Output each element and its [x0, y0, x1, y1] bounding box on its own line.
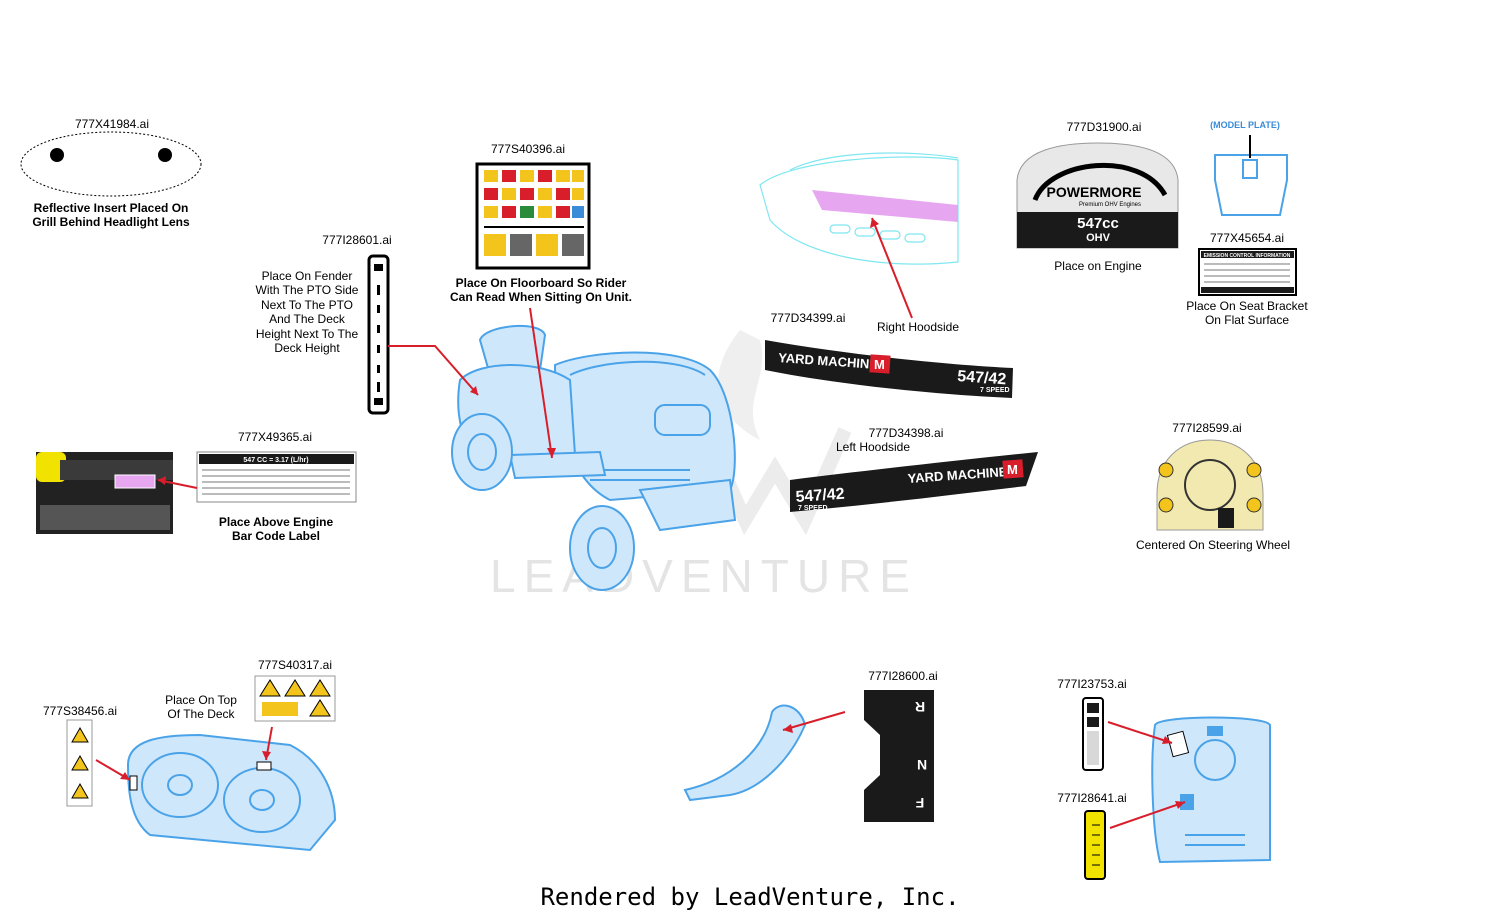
model-plate-label: (MODEL PLATE): [1210, 120, 1280, 130]
model-plate-bracket: [1214, 154, 1288, 216]
engine-decal-cc: 547cc: [1077, 215, 1119, 232]
deck-desc-1: Place On Top: [165, 693, 237, 707]
dash-arrow-lower: [1109, 801, 1186, 829]
floorboard-decal-group: 777S40396.ai Place O: [450, 142, 632, 304]
part-label-40317: 777S40317.ai: [258, 658, 332, 672]
steering-decal-group: 777I28599.ai Centered On Steering Wheel: [1136, 421, 1290, 552]
engine-fuel-decal-header: [199, 454, 354, 464]
decal-34398-speed: 7 SPEED: [798, 505, 828, 512]
deck-desc-2: Of The Deck: [167, 707, 235, 721]
shift-lever-illustration: [683, 704, 807, 802]
steering-decal: [1156, 439, 1264, 531]
fender-desc-6: Deck Height: [274, 341, 340, 355]
hood-outline: [759, 156, 959, 265]
engine-decal-brand: POWERMORE: [1047, 184, 1142, 200]
engine-decal-sub: Premium OHV Engines: [1079, 202, 1141, 208]
part-label-45654: 777X45654.ai: [1210, 231, 1284, 245]
part-label-49365: 777X49365.ai: [238, 430, 312, 444]
seat-bracket-desc-1: Place On Seat Bracket: [1186, 299, 1308, 313]
decal-34398-model: 547/42: [795, 486, 845, 506]
engine-decal-ohv: OHV: [1086, 232, 1111, 244]
decal-34399-model: 547/42: [957, 368, 1007, 388]
part-label-23753: 777I23753.ai: [1057, 677, 1126, 691]
fender-decal: [367, 254, 390, 415]
part-label-28600: 777I28600.ai: [868, 669, 937, 683]
decal-34399-badge: [869, 354, 891, 374]
engine-fuel-decal-group: 777X49365.ai 547 CC = 3.17 (L/hr) Place …: [36, 430, 357, 543]
reflective-insert-group: 777X41984.ai Reflective Insert Placed On…: [20, 117, 202, 229]
floorboard-desc-2: Can Read When Sitting On Unit.: [450, 290, 632, 304]
left-hoodside-desc: Left Hoodside: [836, 440, 910, 454]
part-label-31900: 777D31900.ai: [1067, 120, 1142, 134]
engine-fuel-desc-2: Bar Code Label: [232, 529, 320, 543]
part-label-34399: 777D34399.ai: [771, 311, 846, 325]
decal-34398-badge: [1002, 459, 1024, 479]
headlight-dot-left: [50, 148, 64, 162]
headlight-dot-right: [158, 148, 172, 162]
seat-bracket-desc-2: On Flat Surface: [1205, 313, 1289, 327]
reflective-insert-desc-1: Reflective Insert Placed On: [34, 201, 189, 215]
shift-decal-n: N: [917, 757, 927, 773]
emission-decal-header: EMISSION CONTROL INFORMATION: [1204, 253, 1291, 259]
fuel-decal-text-lines: [202, 469, 350, 495]
fender-arrow: [388, 345, 479, 396]
shift-decal-r: R: [915, 699, 925, 715]
mower-deck-illustration: [126, 733, 337, 852]
decal-34399-badge-letter: M: [874, 357, 885, 372]
fuel-decal-header-text: 547 CC = 3.17 (L/hr): [243, 457, 308, 464]
floorboard-desc-1: Place On Floorboard So Rider: [456, 276, 627, 290]
reflective-insert-outline: [20, 131, 202, 197]
part-label-28601: 777I28601.ai: [322, 233, 391, 247]
engine-photo: [36, 452, 173, 534]
part-label-34398: 777D34398.ai: [869, 426, 944, 440]
floorboard-decal-symbols: [484, 170, 584, 256]
deck-group: 777S38456.ai Place On Top Of The Deck 77…: [43, 658, 337, 852]
shift-arrow: [782, 711, 846, 731]
decal-34398-group: 777D34398.ai Left Hoodside 547/42 7 SPEE…: [790, 426, 1038, 512]
shift-decal-group: 777I28600.ai R N F: [683, 669, 938, 822]
floorboard-arrow: [529, 307, 553, 459]
decal-34398-badge-letter: M: [1007, 462, 1018, 477]
fender-arrowhead: [470, 386, 478, 395]
fender-desc-5: Height Next To The: [256, 327, 359, 341]
fender-desc-1: Place On Fender: [262, 269, 353, 283]
fender-decal-group: 777I28601.ai Place On Fender With The PT…: [256, 233, 392, 415]
decal-34398: [790, 452, 1038, 512]
engine-decal-group: 777D31900.ai POWERMORE Premium OHV Engin…: [1016, 120, 1179, 273]
decal-34399-group: 777D34399.ai YARD MACHINES M 547/42 7 SP…: [765, 311, 1013, 398]
fender-desc-4: And The Deck: [269, 312, 346, 326]
fender-decal-marks: [374, 264, 383, 405]
engine-fuel-desc-1: Place Above Engine: [219, 515, 334, 529]
right-hoodside-group: Right Hoodside: [759, 152, 959, 334]
decal-34399-speed: 7 SPEED: [980, 387, 1010, 394]
steering-decal-desc: Centered On Steering Wheel: [1136, 538, 1290, 552]
tractor-illustration: [451, 324, 737, 591]
fender-desc-3: Next To The PTO: [261, 298, 353, 312]
engine-fuel-arrowhead: [158, 476, 166, 485]
fender-desc-2: With The PTO Side: [256, 283, 359, 297]
reflective-insert-desc-2: Grill Behind Headlight Lens: [32, 215, 190, 229]
part-label-28641: 777I28641.ai: [1057, 791, 1126, 805]
part-label-41984: 777X41984.ai: [75, 117, 149, 131]
shift-decal: [864, 690, 934, 822]
watermark-text: LEADVENTURE: [490, 550, 918, 602]
dash-arrow-upper: [1107, 721, 1173, 744]
engine-decal-desc: Place on Engine: [1054, 259, 1142, 273]
part-label-40396: 777S40396.ai: [491, 142, 565, 156]
footer-credit: Rendered by LeadVenture, Inc.: [540, 883, 959, 911]
part-label-28599: 777I28599.ai: [1172, 421, 1241, 435]
floorboard-arrowhead: [547, 448, 556, 458]
right-hoodside-arrow: [871, 217, 913, 319]
model-plate-group: (MODEL PLATE) 777X45654.ai EMISSION CONT…: [1186, 120, 1308, 327]
part-label-38456: 777S38456.ai: [43, 704, 117, 718]
right-hoodside-desc: Right Hoodside: [877, 320, 959, 334]
right-hoodside-highlight: [812, 190, 958, 222]
dash-decal-group: 777I23753.ai 777I28641.ai: [1057, 677, 1271, 880]
shift-decal-f: F: [915, 795, 924, 811]
